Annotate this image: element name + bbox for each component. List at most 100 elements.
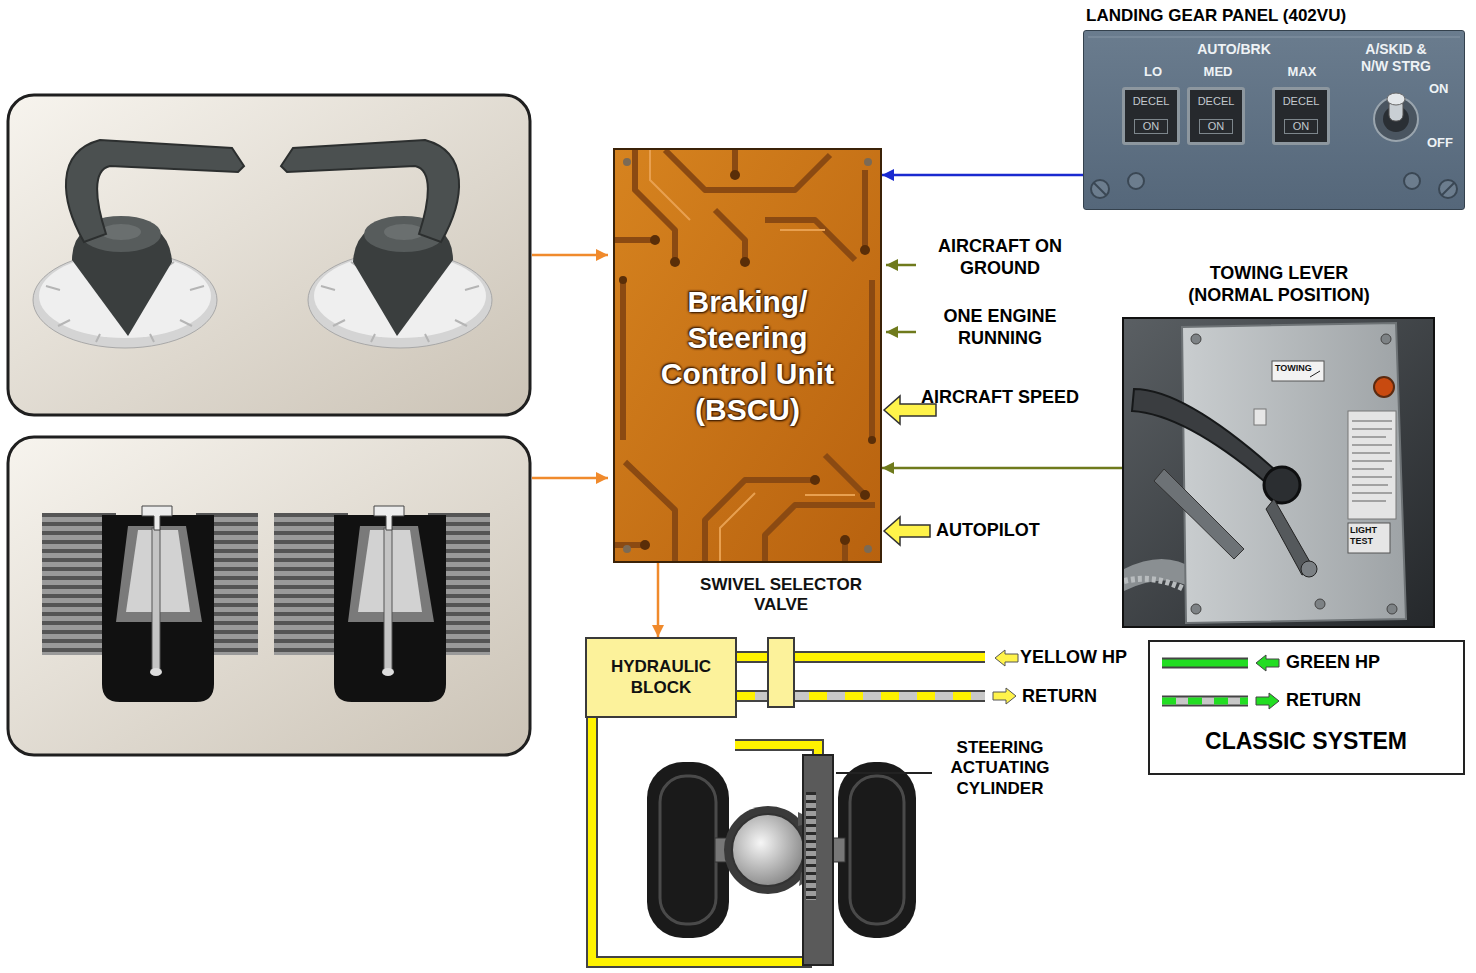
circuit-board — [864, 158, 872, 166]
tiller-handle — [33, 140, 244, 348]
yellow-hp-pipe — [737, 653, 767, 661]
circuit-board — [620, 280, 626, 440]
circuit-board — [619, 276, 627, 284]
bscu-unit: Braking/ Steering Control Unit (BSCU) — [613, 148, 882, 563]
circuit-board — [650, 235, 660, 245]
tiller-handle — [281, 140, 492, 348]
nose-wheel — [803, 755, 833, 965]
node-text: MED — [1193, 64, 1243, 80]
yellow-hp-pipe — [737, 657, 767, 658]
nose-wheel — [647, 755, 932, 965]
towing-lever-photo — [1348, 411, 1396, 519]
panel-hardware — [1094, 183, 1106, 195]
panel-hardware — [1404, 173, 1420, 189]
signal-label: YELLOW HP — [1020, 647, 1127, 669]
circuit-board — [705, 480, 815, 561]
circuit-board — [635, 150, 675, 262]
circuit-board — [740, 257, 750, 267]
circuit-board — [805, 494, 855, 496]
circuit-board — [810, 475, 820, 485]
circuit-board — [670, 257, 680, 267]
rudder-pedal — [152, 528, 160, 670]
decel-pushbutton: DECEL ON — [1187, 87, 1245, 145]
panel-hardware — [1442, 183, 1454, 195]
hydraulic-block: HYDRAULIC BLOCK — [585, 637, 737, 718]
circuit-board — [825, 455, 865, 495]
hydraulic-lines — [993, 688, 1016, 704]
circuit-board — [615, 150, 875, 561]
circuit-board — [840, 535, 850, 545]
circuit-board — [765, 220, 855, 260]
nose-wheel — [850, 776, 904, 924]
circuit-board — [623, 158, 631, 166]
signal-arrow — [882, 468, 1122, 469]
nose-wheel — [838, 762, 916, 938]
rudder-pedal — [102, 515, 214, 702]
towing-lever-photo — [1348, 523, 1390, 553]
circuit-board — [869, 280, 875, 440]
rudder-pedal — [150, 668, 162, 676]
line-sample — [1162, 660, 1248, 667]
node-title: LANDING GEAR PANEL (402VU) — [1086, 6, 1346, 26]
panel-hardware — [1088, 37, 1460, 38]
towing-lever-photo — [1124, 579, 1184, 589]
signal-label: RETURN — [1022, 686, 1097, 708]
decel-pushbutton: DECELON — [1272, 87, 1330, 145]
towing-lever-photo — [1254, 409, 1266, 425]
circuit-board — [623, 545, 631, 553]
node-title: Braking/ Steering Control Unit (BSCU) — [643, 284, 853, 428]
line-sample — [1162, 698, 1248, 705]
legend-box: CLASSIC SYSTEMGREEN HPRETURN — [1148, 640, 1465, 775]
signal-label: AIRCRAFT SPEED — [920, 387, 1080, 409]
decel-pushbutton: DECELON — [1122, 87, 1180, 145]
command-arrow — [658, 563, 659, 637]
circuit-board — [864, 545, 872, 553]
circuit-board — [615, 150, 880, 561]
tiller-handle — [66, 140, 244, 242]
node-text: A/SKID & N/W STRG — [1350, 41, 1442, 75]
circuit-board — [623, 158, 872, 553]
node-text: TOWING — [1275, 363, 1312, 374]
signal-label: AIRCRAFT ON GROUND — [920, 236, 1080, 279]
node-title: DECEL — [1191, 95, 1241, 108]
towing-lever-photo — [1315, 599, 1325, 609]
line-sample — [1162, 698, 1248, 705]
hydraulic-lines — [592, 716, 812, 962]
towing-lever-photo — [1272, 361, 1324, 381]
circuit-board — [715, 210, 745, 262]
signal-arrow — [882, 174, 1083, 177]
towing-lever-photo — [1182, 323, 1406, 623]
rudder-pedal — [42, 506, 258, 702]
circuit-board — [615, 237, 655, 243]
node-text: OFF — [1427, 135, 1453, 151]
input-arrows — [886, 264, 916, 267]
towing-lever: TOWING LEVER (NORMAL POSITION)TOWINGLIGH… — [1122, 317, 1435, 628]
tiller-panel — [532, 254, 608, 257]
circuit-board — [720, 493, 755, 561]
signal-arrow — [882, 175, 1083, 176]
line-sample — [1256, 655, 1279, 671]
circuit-board — [868, 436, 876, 444]
node-title: HYDRAULIC BLOCK — [596, 657, 726, 698]
nose-wheel — [724, 806, 812, 894]
node-text: ON — [1284, 119, 1318, 134]
nose-wheel — [806, 792, 816, 900]
towing-lever-photo — [1124, 559, 1194, 591]
node-text: AUTO/BRK — [1184, 41, 1284, 58]
towing-lever-photo — [1191, 334, 1397, 614]
control-panel: LANDING GEAR PANEL (402VU)AUTO/BRKLOMEDM… — [1083, 30, 1465, 210]
node-text: ON — [1199, 119, 1233, 134]
nose-wheel — [660, 776, 716, 924]
circuit-board — [780, 229, 825, 231]
command-arrow — [657, 563, 660, 637]
towing-lever-photo — [1191, 334, 1201, 344]
tiller-panel — [8, 95, 608, 415]
tiller-panel — [8, 95, 530, 415]
circuit-board — [615, 150, 880, 561]
towing-lever-photo — [1374, 377, 1394, 397]
panel-hardware — [1439, 180, 1457, 198]
panel-hardware — [1128, 173, 1144, 189]
towing-lever-photo — [1352, 421, 1392, 501]
hydraulic-lines — [795, 651, 985, 663]
circuit-board — [665, 150, 830, 190]
